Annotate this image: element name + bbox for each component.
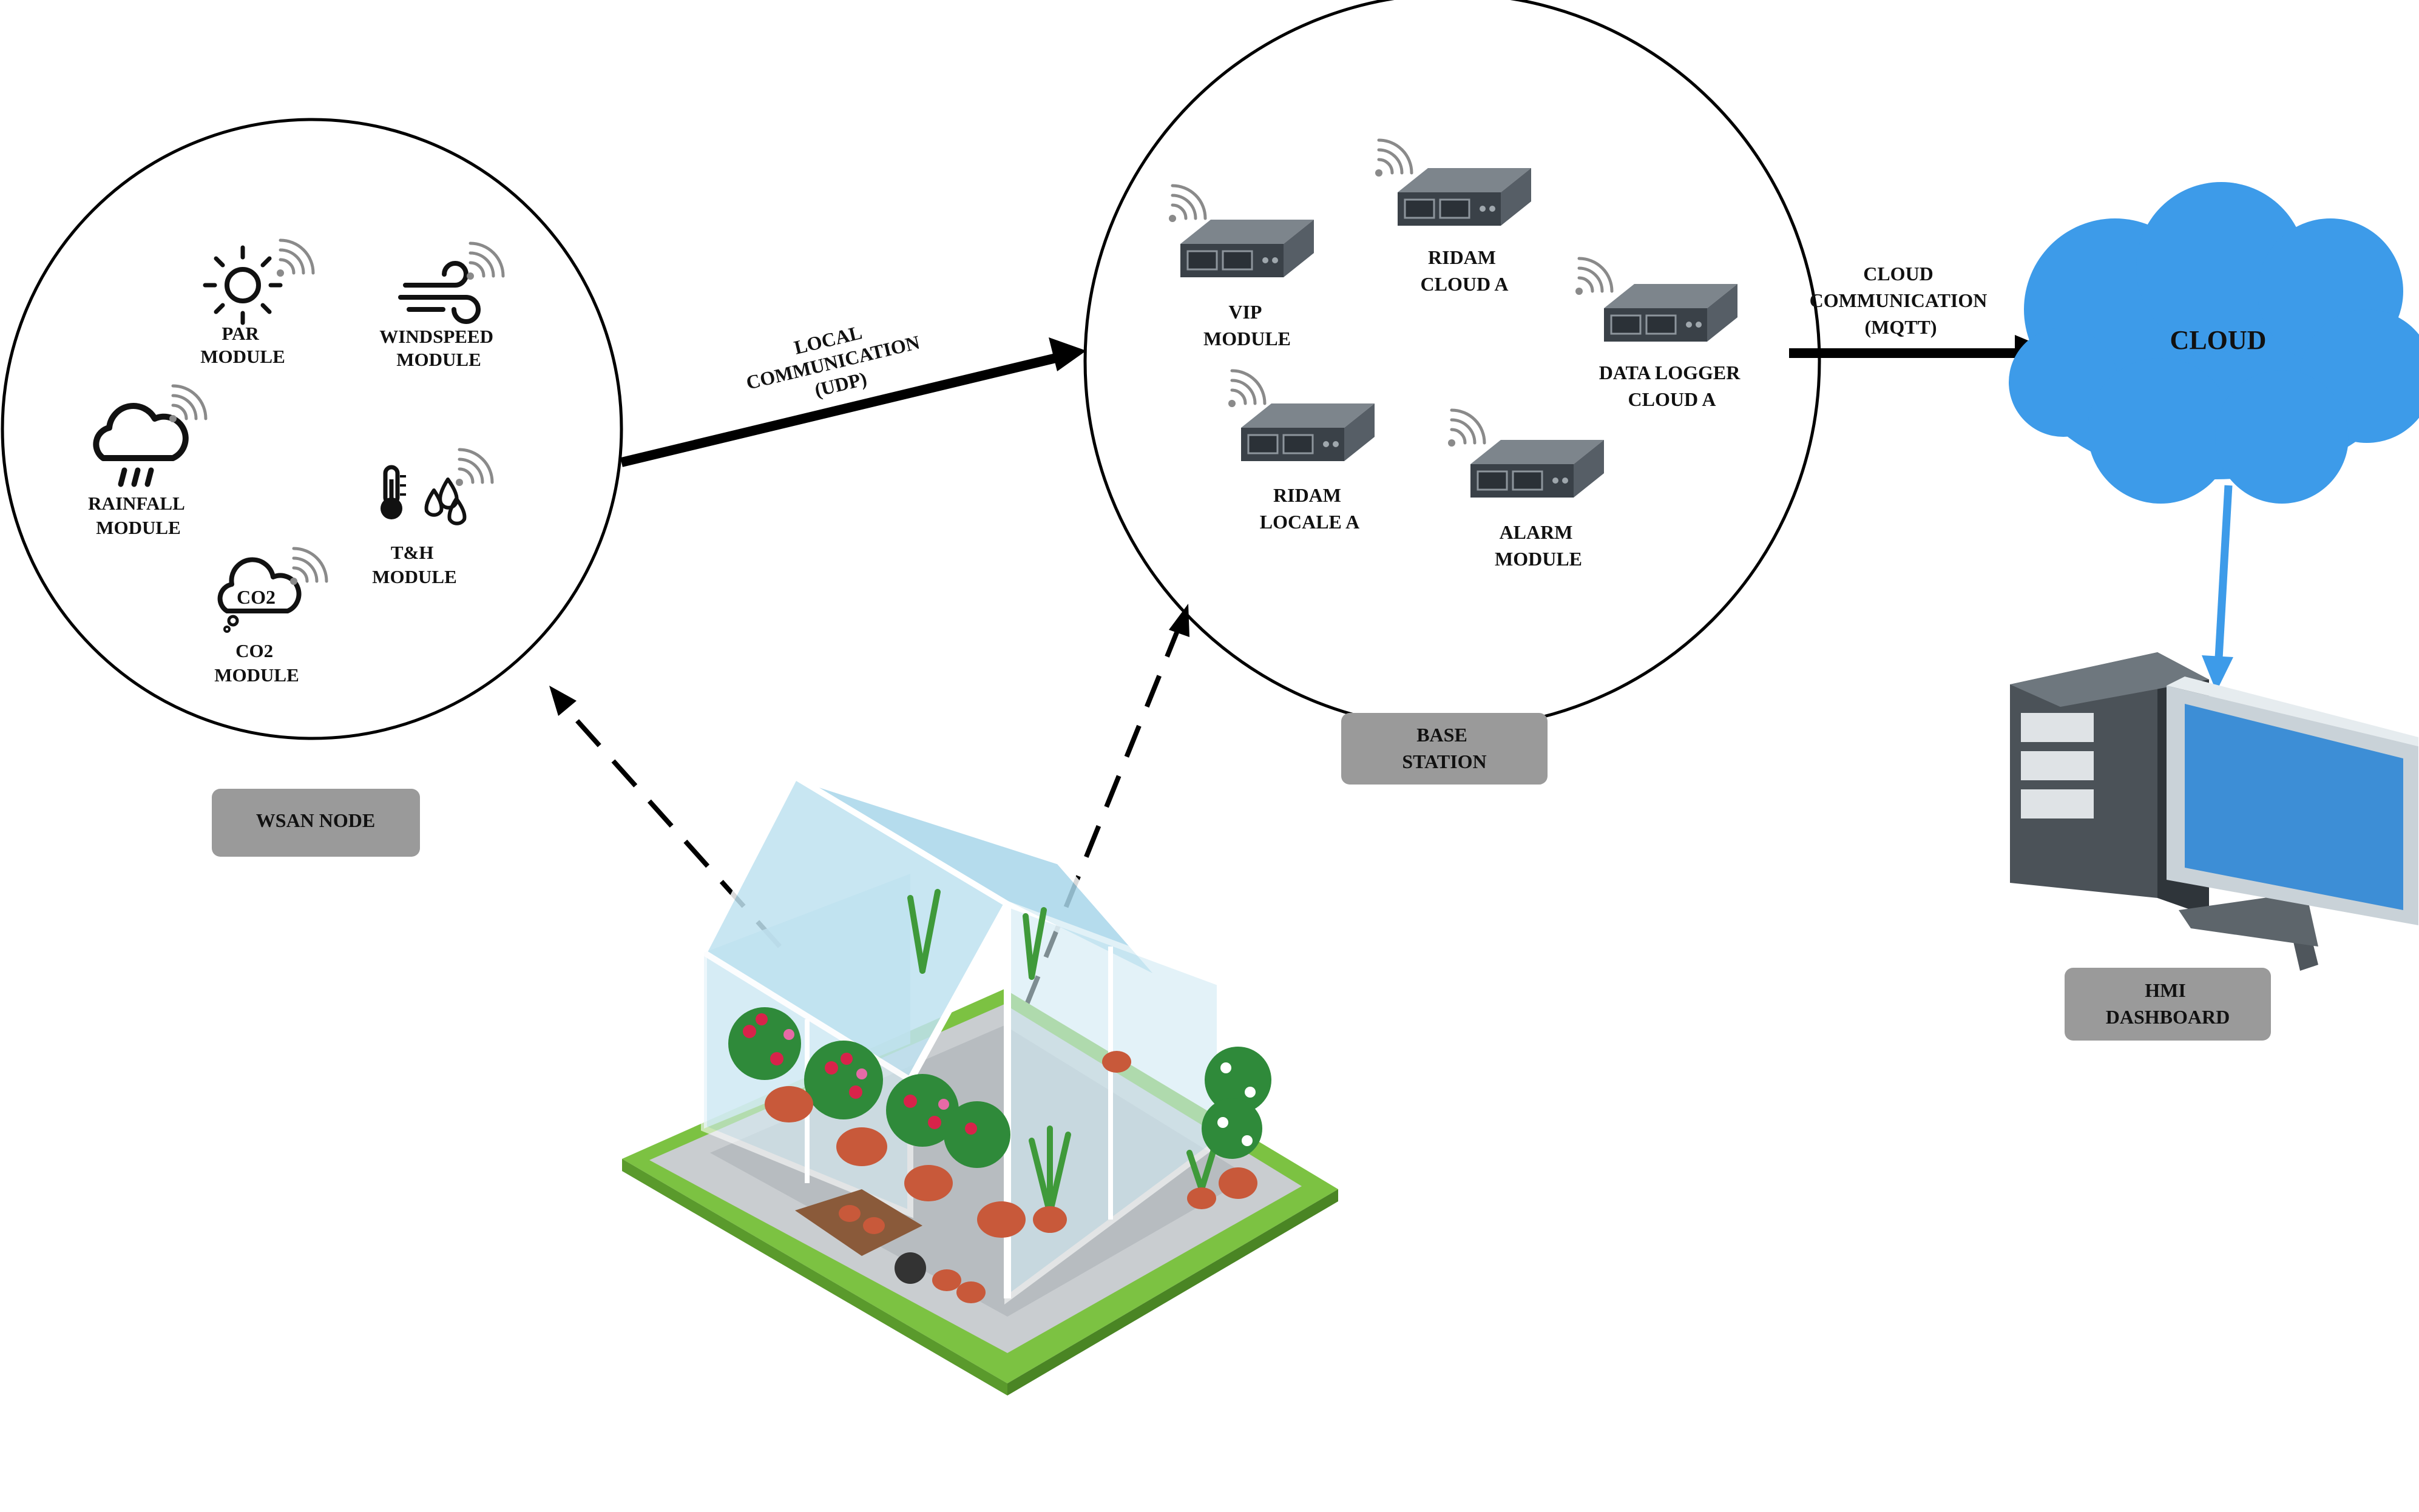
- local-communication-arrow: [620, 337, 1086, 467]
- rainfall-module-label: RAINFALL MODULE: [88, 493, 189, 538]
- cloud-label: CLOUD: [2170, 325, 2267, 355]
- par-module-label: PAR MODULE: [200, 323, 285, 367]
- server-icon: [1469, 439, 1605, 499]
- ridam-cloud-label: RIDAM CLOUD A: [1421, 246, 1509, 295]
- data-logger-label: DATA LOGGER CLOUD A: [1599, 362, 1745, 410]
- th-module-label: T&H MODULE: [372, 542, 457, 587]
- wsan-node-badge: WSAN NODE: [212, 789, 420, 857]
- greenhouse-illustration: [622, 772, 1338, 1396]
- svg-text:BASE STATION: BASE STATION: [1402, 724, 1486, 772]
- water-drops-icon: [424, 478, 467, 525]
- wind-icon: [398, 261, 481, 324]
- hmi-dashboard-badge: HMI DASHBOARD: [2065, 968, 2271, 1041]
- local-communication-label: LOCAL COMMUNICATION (UDP): [739, 308, 932, 416]
- rain-cloud-icon: [93, 403, 189, 487]
- greenhouse-to-wsan-arrow: [549, 686, 782, 948]
- alarm-module-label: ALARM MODULE: [1495, 521, 1582, 570]
- wsan-node-circle: [1, 118, 623, 740]
- vip-module-label: VIP MODULE: [1203, 301, 1291, 349]
- cloud-communication-label: CLOUD COMMUNICATION (MQTT): [1810, 263, 1992, 338]
- svg-text:CO2: CO2: [237, 586, 276, 608]
- wsan-node-group: PAR MODULE WINDSPEED MODULE RAINFALL MO: [1, 118, 623, 740]
- server-icon: [1240, 402, 1376, 462]
- cloud-to-hmi-arrow: [2202, 485, 2233, 692]
- windspeed-module-label: WINDSPEED MODULE: [379, 326, 498, 370]
- co2-module-label: CO2 MODULE: [214, 640, 299, 686]
- thermometer-icon: [381, 465, 406, 519]
- ridam-locale-label: RIDAM LOCALE A: [1260, 484, 1359, 533]
- base-station-group: VIP MODULE RIDAM CLOUD A DATA LOGGER CLO…: [1083, 0, 1821, 730]
- svg-text:WSAN NODE: WSAN NODE: [256, 809, 375, 831]
- server-icon: [1396, 167, 1532, 227]
- server-icon: [1179, 218, 1315, 278]
- svg-text:HMI DASHBOARD: HMI DASHBOARD: [2106, 979, 2230, 1028]
- co2-cloud-icon: CO2: [217, 557, 302, 633]
- computer-icon: [2010, 652, 2418, 971]
- server-icon: [1603, 283, 1739, 343]
- wheelbarrow-icon: [795, 1189, 986, 1303]
- cloud-shape: [2009, 182, 2419, 504]
- sun-icon: [203, 245, 283, 325]
- base-station-badge: BASE STATION: [1341, 713, 1548, 785]
